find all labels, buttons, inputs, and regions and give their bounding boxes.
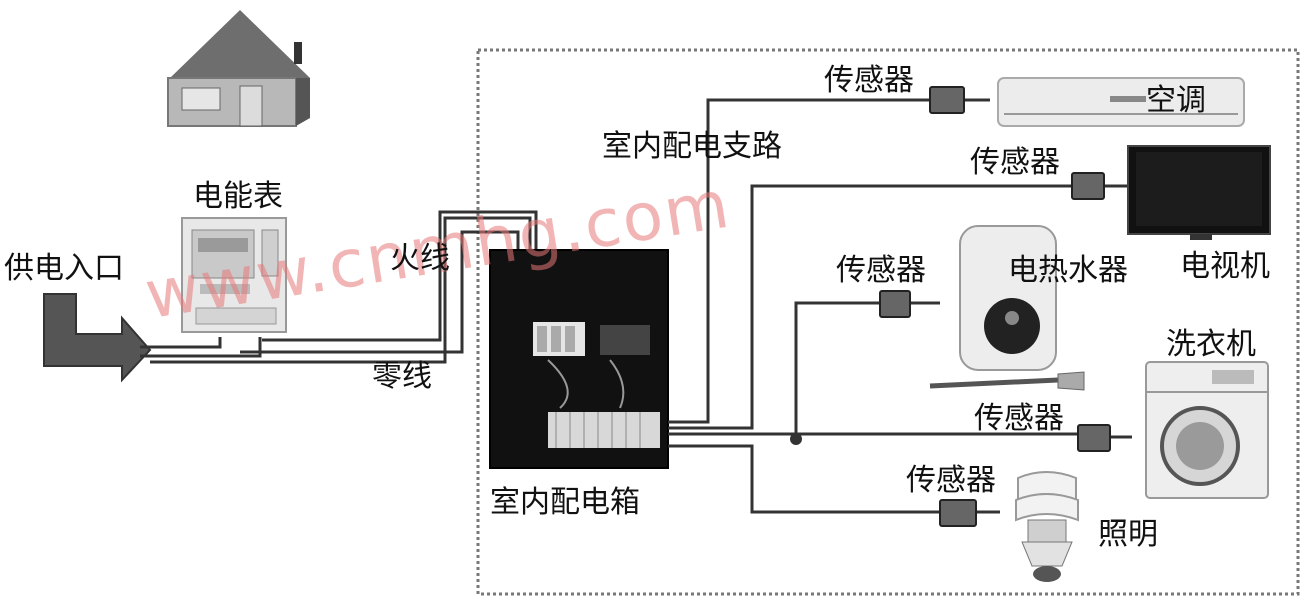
distribution-box-icon bbox=[489, 249, 669, 469]
junction-dot bbox=[790, 433, 802, 445]
air-conditioner-icon bbox=[997, 77, 1245, 127]
water-heater-icon bbox=[929, 225, 1085, 391]
light-bulb-icon bbox=[1015, 471, 1079, 582]
sensor-label-tv: 传感器 bbox=[970, 145, 1060, 180]
meter-label: 电能表 bbox=[193, 179, 283, 214]
neutral-wire-label: 零线 bbox=[372, 359, 432, 394]
live-wire-label: 火线 bbox=[390, 241, 450, 276]
electric-meter-icon bbox=[181, 217, 287, 333]
distribution-box-label: 室内配电箱 bbox=[490, 485, 640, 520]
sensor-label-ac: 传感器 bbox=[824, 63, 914, 98]
sensor-label-washer: 传感器 bbox=[974, 401, 1064, 436]
air-conditioner-label: 空调 bbox=[1146, 83, 1206, 118]
sensor-label-water-heater: 传感器 bbox=[836, 253, 926, 288]
power-inlet-label: 供电入口 bbox=[4, 251, 124, 286]
supply-wires bbox=[140, 210, 538, 364]
washing-machine-label: 洗衣机 bbox=[1166, 327, 1256, 362]
tv-icon bbox=[1127, 145, 1271, 240]
arrow-icon bbox=[43, 293, 152, 383]
sensor-label-lighting: 传感器 bbox=[906, 463, 996, 498]
branch-circuit-label: 室内配电支路 bbox=[602, 129, 782, 164]
tv-label: 电视机 bbox=[1180, 249, 1270, 284]
indoor-boundary bbox=[476, 48, 1300, 596]
house-icon bbox=[167, 10, 310, 127]
lighting-label: 照明 bbox=[1098, 517, 1158, 552]
branch-circuits bbox=[668, 98, 1132, 514]
sensor-icon bbox=[879, 86, 1111, 527]
water-heater-label: 电热水器 bbox=[1008, 253, 1128, 288]
washing-machine-icon bbox=[1145, 361, 1269, 499]
